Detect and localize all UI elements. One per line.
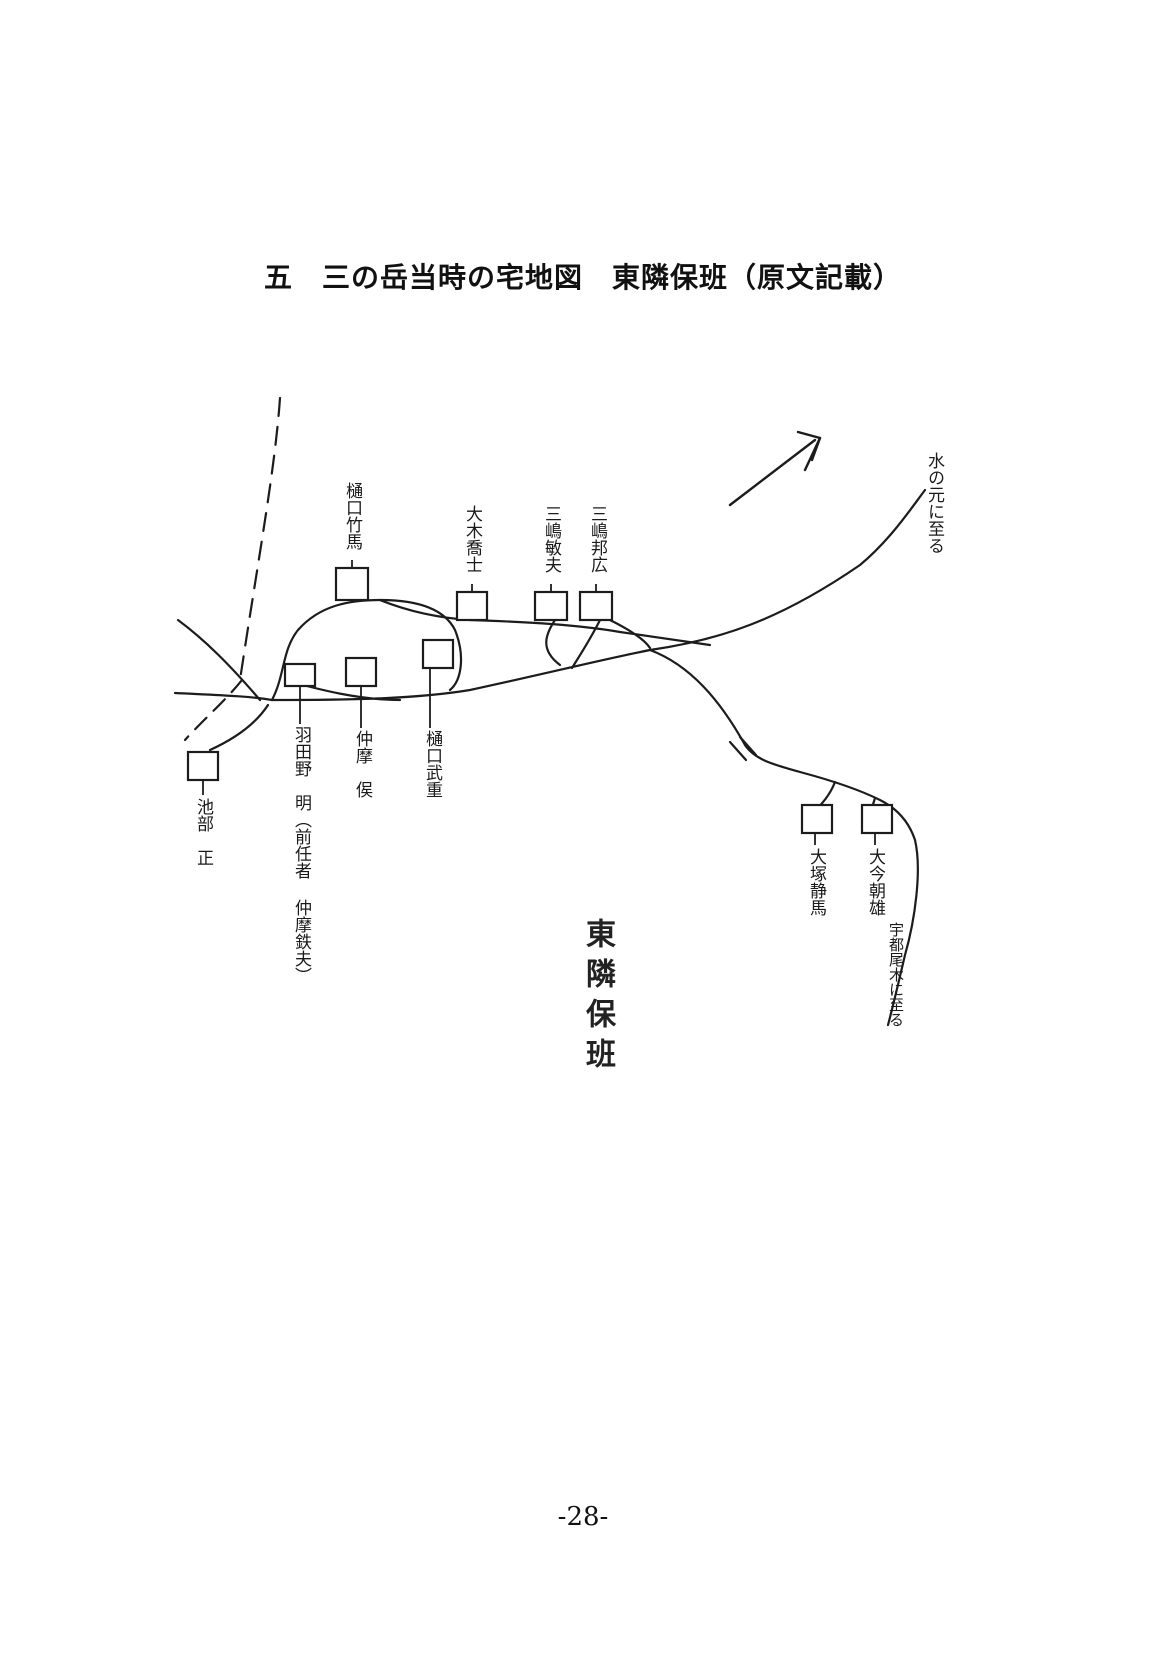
house-mishima-toshio — [533, 590, 569, 622]
house-hatano-akira — [283, 662, 317, 688]
label-higuchi-takema: 樋口竹馬 — [342, 482, 362, 550]
house-oki-kyoshi — [455, 590, 489, 622]
road-southwest — [208, 703, 270, 752]
label-mishima-toshio: 三嶋敏夫 — [541, 505, 561, 573]
label-higuchi-takeshige: 樋口武重 — [422, 730, 442, 798]
page-number: -28- — [557, 1502, 609, 1532]
label-otsuka-shizuma: 大塚静馬 — [806, 848, 826, 916]
dashed-boundary-southwest — [183, 678, 244, 742]
house-higuchi-takeshige — [421, 638, 455, 670]
road-southeast — [648, 648, 919, 1027]
label-ikebe-tadashi: 池部 正 — [193, 798, 213, 866]
branch-mishima-3 — [608, 618, 652, 650]
north-arrow — [728, 430, 822, 507]
label-northeast-road: 水の元に至る — [924, 452, 944, 554]
house-otsuka-kesao — [860, 803, 894, 835]
label-southeast-road: 宇都尾木に至る — [887, 922, 905, 1027]
branch-mishima-1 — [545, 618, 562, 667]
house-mishima-kunihiro — [578, 590, 614, 622]
house-ikebe-tadashi — [186, 750, 220, 782]
page-title: 五 三の岳当時の宅地図 東隣保班（原文記載） — [263, 261, 902, 294]
label-otsuka-kesao: 大今朝雄 — [865, 848, 885, 916]
label-oki-kyoshi: 大木喬士 — [462, 505, 482, 573]
label-hatano-akira: 羽田野 明（前任者 仲摩鉄夫） — [291, 726, 311, 984]
main-road-west — [173, 691, 274, 702]
house-nakama-ryu — [344, 656, 378, 688]
road-break-mark-1 — [728, 740, 748, 762]
road-northwest — [176, 618, 262, 702]
label-mishima-kunihiro: 三嶋邦広 — [587, 505, 607, 573]
house-higuchi-takema — [334, 566, 370, 602]
house-otsuka-shizuma — [800, 803, 834, 835]
road-break-mark-2 — [738, 735, 758, 757]
label-region: 東隣保班 — [580, 918, 615, 1078]
dashed-boundary-north — [238, 396, 282, 682]
branch-mishima-2 — [570, 618, 602, 670]
label-nakama-ryu: 仲摩 㑨 — [352, 730, 372, 798]
